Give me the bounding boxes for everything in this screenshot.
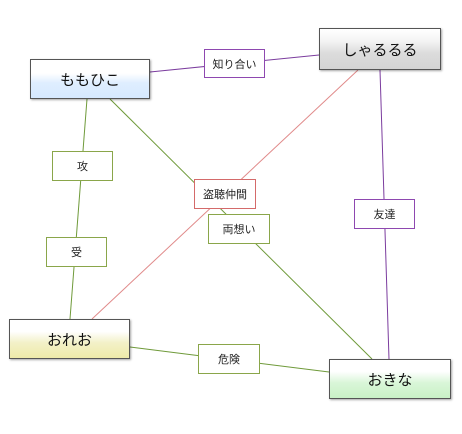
node-sharururu[interactable]: しゃるるる bbox=[319, 28, 441, 70]
edge-label-text: 知り合い bbox=[212, 57, 257, 71]
edge-label-seme[interactable]: 攻 bbox=[52, 151, 113, 181]
node-label: しゃるるる bbox=[342, 40, 418, 59]
node-label: ももひこ bbox=[59, 70, 120, 89]
node-momohiko[interactable]: ももひこ bbox=[30, 59, 150, 99]
edge-label-text: 受 bbox=[71, 246, 82, 259]
edge-label-acquaintance[interactable]: 知り合い bbox=[204, 49, 265, 78]
edge-label-text: 友達 bbox=[373, 208, 396, 221]
node-label: おきな bbox=[367, 370, 413, 389]
edge-momohiko-oreo bbox=[69, 98, 88, 320]
edge-label-uke[interactable]: 受 bbox=[46, 237, 107, 267]
edge-label-text: 両想い bbox=[222, 223, 256, 236]
node-okina[interactable]: おきな bbox=[329, 359, 451, 399]
node-label: おれお bbox=[46, 330, 92, 349]
edge-label-danger[interactable]: 危険 bbox=[198, 344, 260, 374]
node-oreo[interactable]: おれお bbox=[9, 319, 130, 359]
edge-label-text: 盗聴仲間 bbox=[203, 188, 247, 201]
edge-label-text: 危険 bbox=[218, 353, 240, 366]
edge-label-eavesdrop-partners[interactable]: 盗聴仲間 bbox=[194, 179, 256, 209]
edge-label-friends[interactable]: 友達 bbox=[354, 199, 415, 229]
edge-label-mutual-love[interactable]: 両想い bbox=[208, 214, 270, 244]
edge-label-text: 攻 bbox=[77, 160, 88, 173]
